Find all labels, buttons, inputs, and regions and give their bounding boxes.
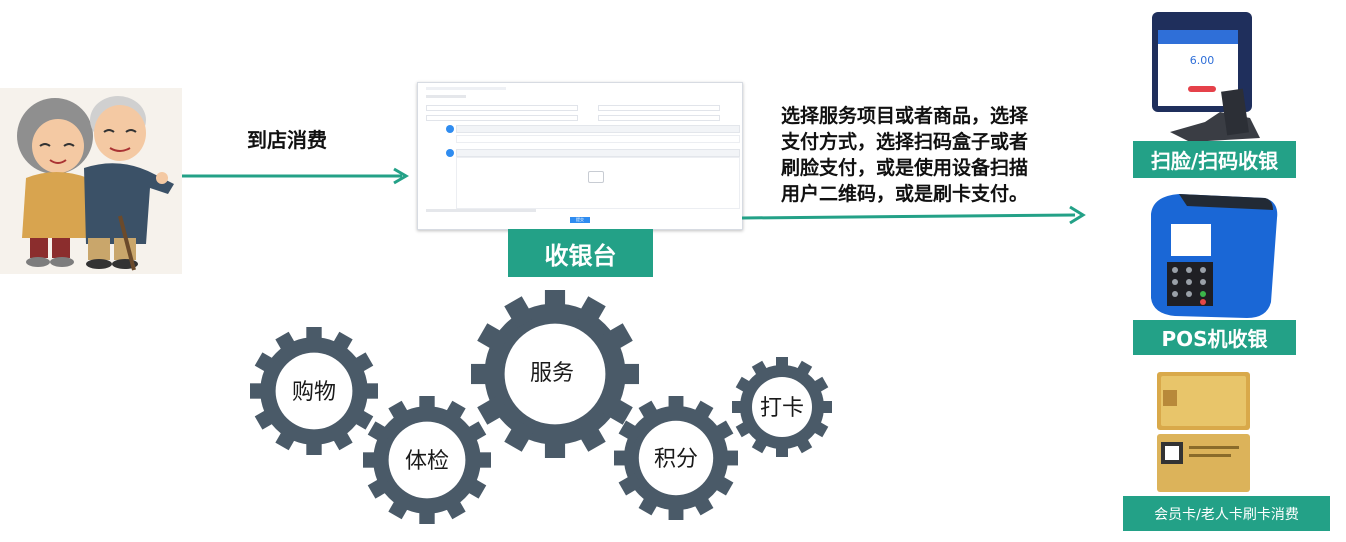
- gear-label: 购物: [292, 380, 336, 405]
- gear-shopping: [250, 327, 378, 455]
- member-card-image: [1157, 372, 1250, 492]
- gear-label: 积分: [654, 447, 698, 472]
- gear-label: 体检: [405, 449, 449, 474]
- face-scan-label: 扫脸/扫码收银: [1133, 141, 1296, 178]
- arrow-to-cashier: [182, 167, 409, 185]
- description-line: 用户二维码，或是刷卡支付。: [781, 183, 1029, 205]
- gear-checkup: [363, 396, 491, 524]
- pos-terminal-image: [1151, 194, 1278, 318]
- gear-label: 打卡: [760, 396, 804, 421]
- gear-service: [471, 290, 639, 458]
- member-card-label: 会员卡/老人卡刷卡消费: [1123, 496, 1330, 531]
- gear-checkin: [732, 357, 832, 457]
- pos-label: POS机收银: [1133, 320, 1296, 355]
- cashier-submit-button[interactable]: 提交: [570, 217, 590, 223]
- face-scan-device-image: 6.00: [1152, 12, 1260, 142]
- description-line: 选择服务项目或者商品，选择: [781, 105, 1029, 127]
- payment-description: 选择服务项目或者商品，选择 支付方式，选择扫码盒子或者 刷脸支付，或是使用设备扫…: [781, 103, 1028, 207]
- visit-store-label: 到店消费: [247, 128, 327, 152]
- gear-points: [614, 396, 738, 520]
- description-line: 刷脸支付，或是使用设备扫描: [781, 157, 1029, 179]
- arrow-to-payment-devices: [741, 205, 1086, 225]
- description-line: 支付方式，选择扫码盒子或者: [781, 131, 1029, 153]
- cashier-screen-thumbnail: 提交: [417, 82, 743, 230]
- face-screen-amount: 6.00: [1190, 54, 1215, 67]
- elderly-couple-illustration: [0, 88, 182, 274]
- cashier-label: 收银台: [508, 229, 653, 277]
- gear-label: 服务: [530, 361, 574, 386]
